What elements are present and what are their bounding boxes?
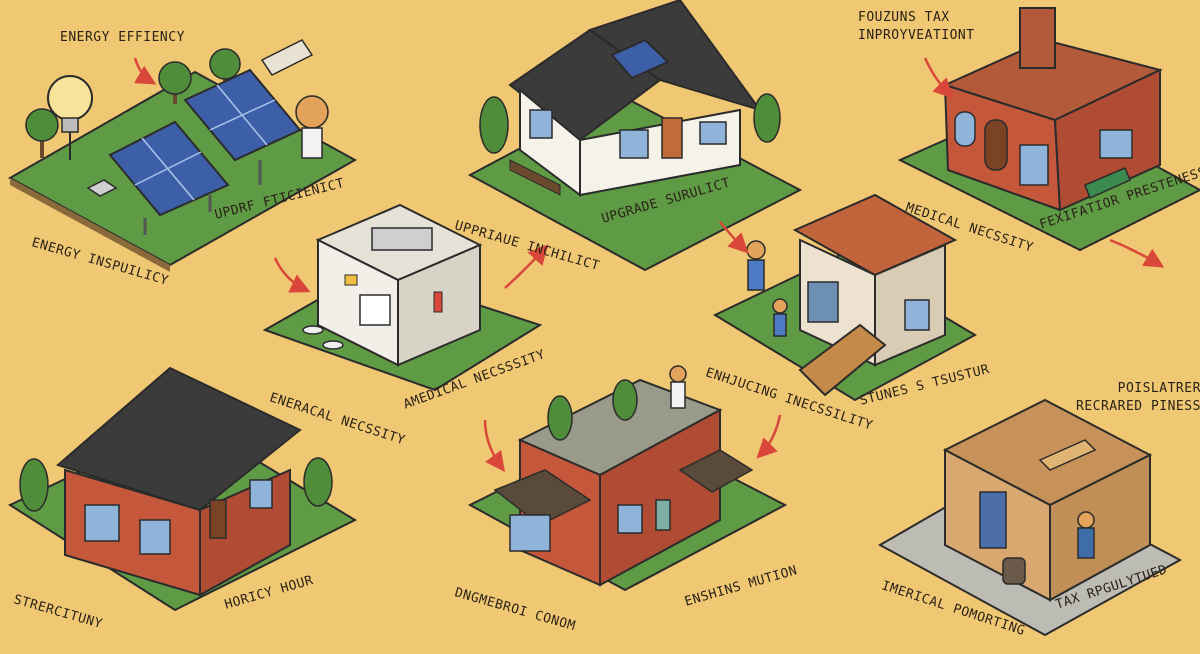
tree-icon: [19, 457, 333, 512]
tree-icon: [547, 379, 638, 441]
label-tax-improvement: FOUZUNS TAX INPROYVEATIONT: [858, 10, 975, 43]
chimney-icon: [1019, 7, 1056, 69]
person-icon: [1077, 511, 1095, 559]
stool-icon: [302, 325, 344, 350]
window-icon: [807, 281, 930, 331]
outlet-icon: [86, 179, 118, 197]
window-icon: [84, 479, 273, 555]
red-brick-house: [7, 366, 358, 612]
arrow-icon: [133, 57, 157, 85]
door-icon: [655, 499, 671, 531]
connector-arrows: [133, 57, 1165, 473]
medical-unit-box: [262, 203, 543, 392]
ramp-building: [712, 193, 978, 402]
person-icon: [746, 240, 788, 337]
arrow-icon: [504, 244, 549, 289]
ramp-icon: [798, 323, 887, 397]
door-icon: [661, 117, 683, 159]
window-icon: [509, 504, 643, 552]
lumber-icon: [1038, 439, 1097, 471]
door-icon: [984, 119, 1008, 171]
door-icon: [979, 491, 1007, 549]
tan-box-building: [877, 398, 1183, 637]
solar-panel-lot: [7, 39, 358, 272]
door-icon: [209, 499, 227, 539]
arrow-icon: [756, 414, 782, 459]
extinguisher-icon: [433, 291, 443, 313]
label-energy-efficiency: ENERGY EFFIENCY: [60, 30, 185, 45]
tree-icon: [158, 61, 192, 104]
brick-house: [897, 7, 1200, 252]
person-icon: [669, 365, 687, 409]
arrow-icon: [923, 57, 954, 99]
bench-icon: [1084, 167, 1131, 200]
white-house: [467, 0, 803, 272]
barrel-icon: [1002, 557, 1026, 585]
sign-icon: [260, 39, 314, 76]
tree-icon: [25, 108, 59, 158]
solar-panel-icon: [183, 68, 302, 185]
control-panel-icon: [344, 227, 433, 326]
arrow-icon: [273, 257, 311, 293]
arrow-icon: [483, 419, 505, 473]
solar-panel-icon: [108, 120, 230, 235]
awning-icon: [493, 449, 754, 526]
flat-roof-building: [467, 365, 788, 592]
planter-icon: [509, 159, 561, 196]
skylight-icon: [610, 38, 670, 80]
tree-icon: [479, 93, 781, 154]
window-icon: [529, 109, 727, 159]
light-bulb-icon: [47, 75, 93, 160]
window-icon: [954, 111, 1133, 186]
person-icon: [295, 95, 329, 159]
label-poisatrer: POISLATRER RECRARED PINESS: [1076, 381, 1200, 414]
arrow-icon: [719, 221, 749, 254]
arrow-icon: [1109, 238, 1165, 268]
